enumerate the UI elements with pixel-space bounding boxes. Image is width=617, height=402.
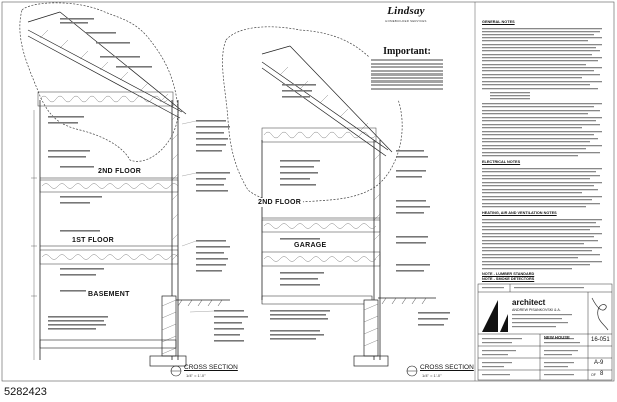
title-block-of-value: 8 <box>600 371 604 377</box>
builder-brand-logo: Lindsay <box>387 5 425 17</box>
notes-heading-lumber: NOTE - LUMBER STANDARD <box>482 272 535 276</box>
section-title-right: CROSS SECTION <box>420 364 474 371</box>
section-title-left: CROSS SECTION <box>184 364 238 371</box>
notes-heading-electrical: ELECTRICAL NOTES <box>482 160 521 164</box>
floor-label-2nd-right: 2ND FLOOR <box>256 198 304 207</box>
important-callout: Important: <box>369 46 445 100</box>
floor-label-garage-right: GARAGE <box>292 241 329 250</box>
important-body-lines <box>369 59 445 90</box>
title-block-company: architect <box>512 298 546 307</box>
notes-heading-heating: HEATING, AIR AND VENTILATION NOTES <box>482 211 557 215</box>
section-scale-left: 1/4" = 1'-0" <box>186 373 206 378</box>
floor-label-basement-left: BASEMENT <box>86 290 132 299</box>
architect-logo-icon <box>482 300 508 332</box>
important-title: Important: <box>383 46 431 57</box>
notes-heading-smoke: NOTE - SMOKE DETECTORS <box>482 277 535 281</box>
notes-heading-general: GENERAL NOTES <box>482 20 515 24</box>
builder-brand-subtitle: HOMEBUILDER SERVICES <box>385 19 427 23</box>
title-block-project: NEW HOUSE <box>544 335 570 340</box>
title-block-drawing-number: A-9 <box>594 360 604 366</box>
floor-label-2nd-left: 2ND FLOOR <box>96 167 144 176</box>
title-block-firm: ANDREW PISANKOVSKI & A. <box>512 308 561 312</box>
floor-label-1st-left: 1ST FLOOR <box>70 236 116 245</box>
listing-id: 5282423 <box>4 386 47 398</box>
title-block-sheet-number: 16-051 <box>591 337 610 343</box>
title-block-of-label: OF <box>591 373 596 377</box>
section-scale-right: 1/4" = 1'-0" <box>422 373 442 378</box>
